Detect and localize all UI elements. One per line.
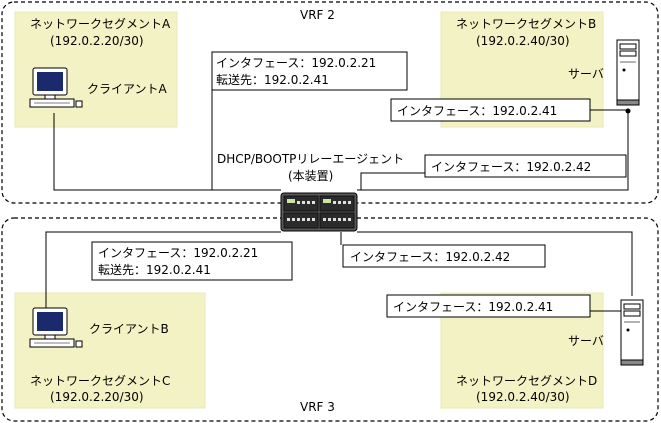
server-b-tower-icon (616, 39, 640, 106)
segment-c-name: ネットワークセグメントC (30, 374, 170, 388)
server-d-tower-icon (620, 299, 644, 366)
relay-name: DHCP/BOOTPリレーエージェント (217, 152, 404, 166)
callout-bottom-relay2-if: インタフェース：192.0.2.42 (350, 250, 510, 264)
client-b-label: クライアントB (89, 322, 169, 336)
callout-bottom-relay-if: インタフェース：192.0.2.21 (98, 246, 258, 260)
connection-dots (625, 108, 635, 315)
client-b-computer-icon (29, 307, 83, 348)
callout-top-server-if: インタフェース：192.0.2.41 (397, 104, 557, 118)
vrf2-label: VRF 2 (300, 8, 335, 22)
callout-bottom-relay (91, 241, 293, 281)
callout-top-relay2-if: インタフェース：192.0.2.42 (431, 160, 591, 174)
callout-top-relay2 (424, 154, 627, 178)
relay-device-icon (280, 192, 358, 232)
client-a-label: クライアントA (87, 82, 168, 96)
callout-top-server (390, 98, 591, 122)
relay-sub: (本装置) (288, 169, 333, 183)
server-d-label: サーバ (568, 334, 604, 348)
segment-c-box (14, 292, 206, 409)
segment-d-name: ネットワークセグメントD (456, 374, 597, 388)
segment-a-name: ネットワークセグメントA (30, 17, 171, 31)
segment-c-subnet: (192.0.2.20/30) (50, 390, 144, 404)
callout-bottom-relay2 (342, 244, 546, 268)
network-links (45, 90, 633, 318)
segment-b-name: ネットワークセグメントB (456, 17, 596, 31)
callout-bottom-relay-dest: 転送先：192.0.2.41 (98, 262, 211, 277)
vrf3-label: VRF 3 (300, 400, 335, 414)
segment-b-subnet: (192.0.2.40/30) (476, 34, 570, 48)
callout-top-relay (211, 51, 408, 91)
segment-d-subnet: (192.0.2.40/30) (476, 390, 570, 404)
callout-top-relay-if: インタフェース：192.0.2.21 (216, 56, 376, 70)
callout-bottom-server-if: インタフェース：192.0.2.41 (393, 300, 553, 314)
client-a-computer-icon (29, 67, 83, 108)
callout-bottom-server (386, 294, 591, 318)
callout-top-relay-dest: 転送先：192.0.2.41 (216, 72, 329, 87)
server-b-label: サーバ (568, 67, 604, 81)
segment-a-subnet: (192.0.2.20/30) (50, 34, 144, 48)
